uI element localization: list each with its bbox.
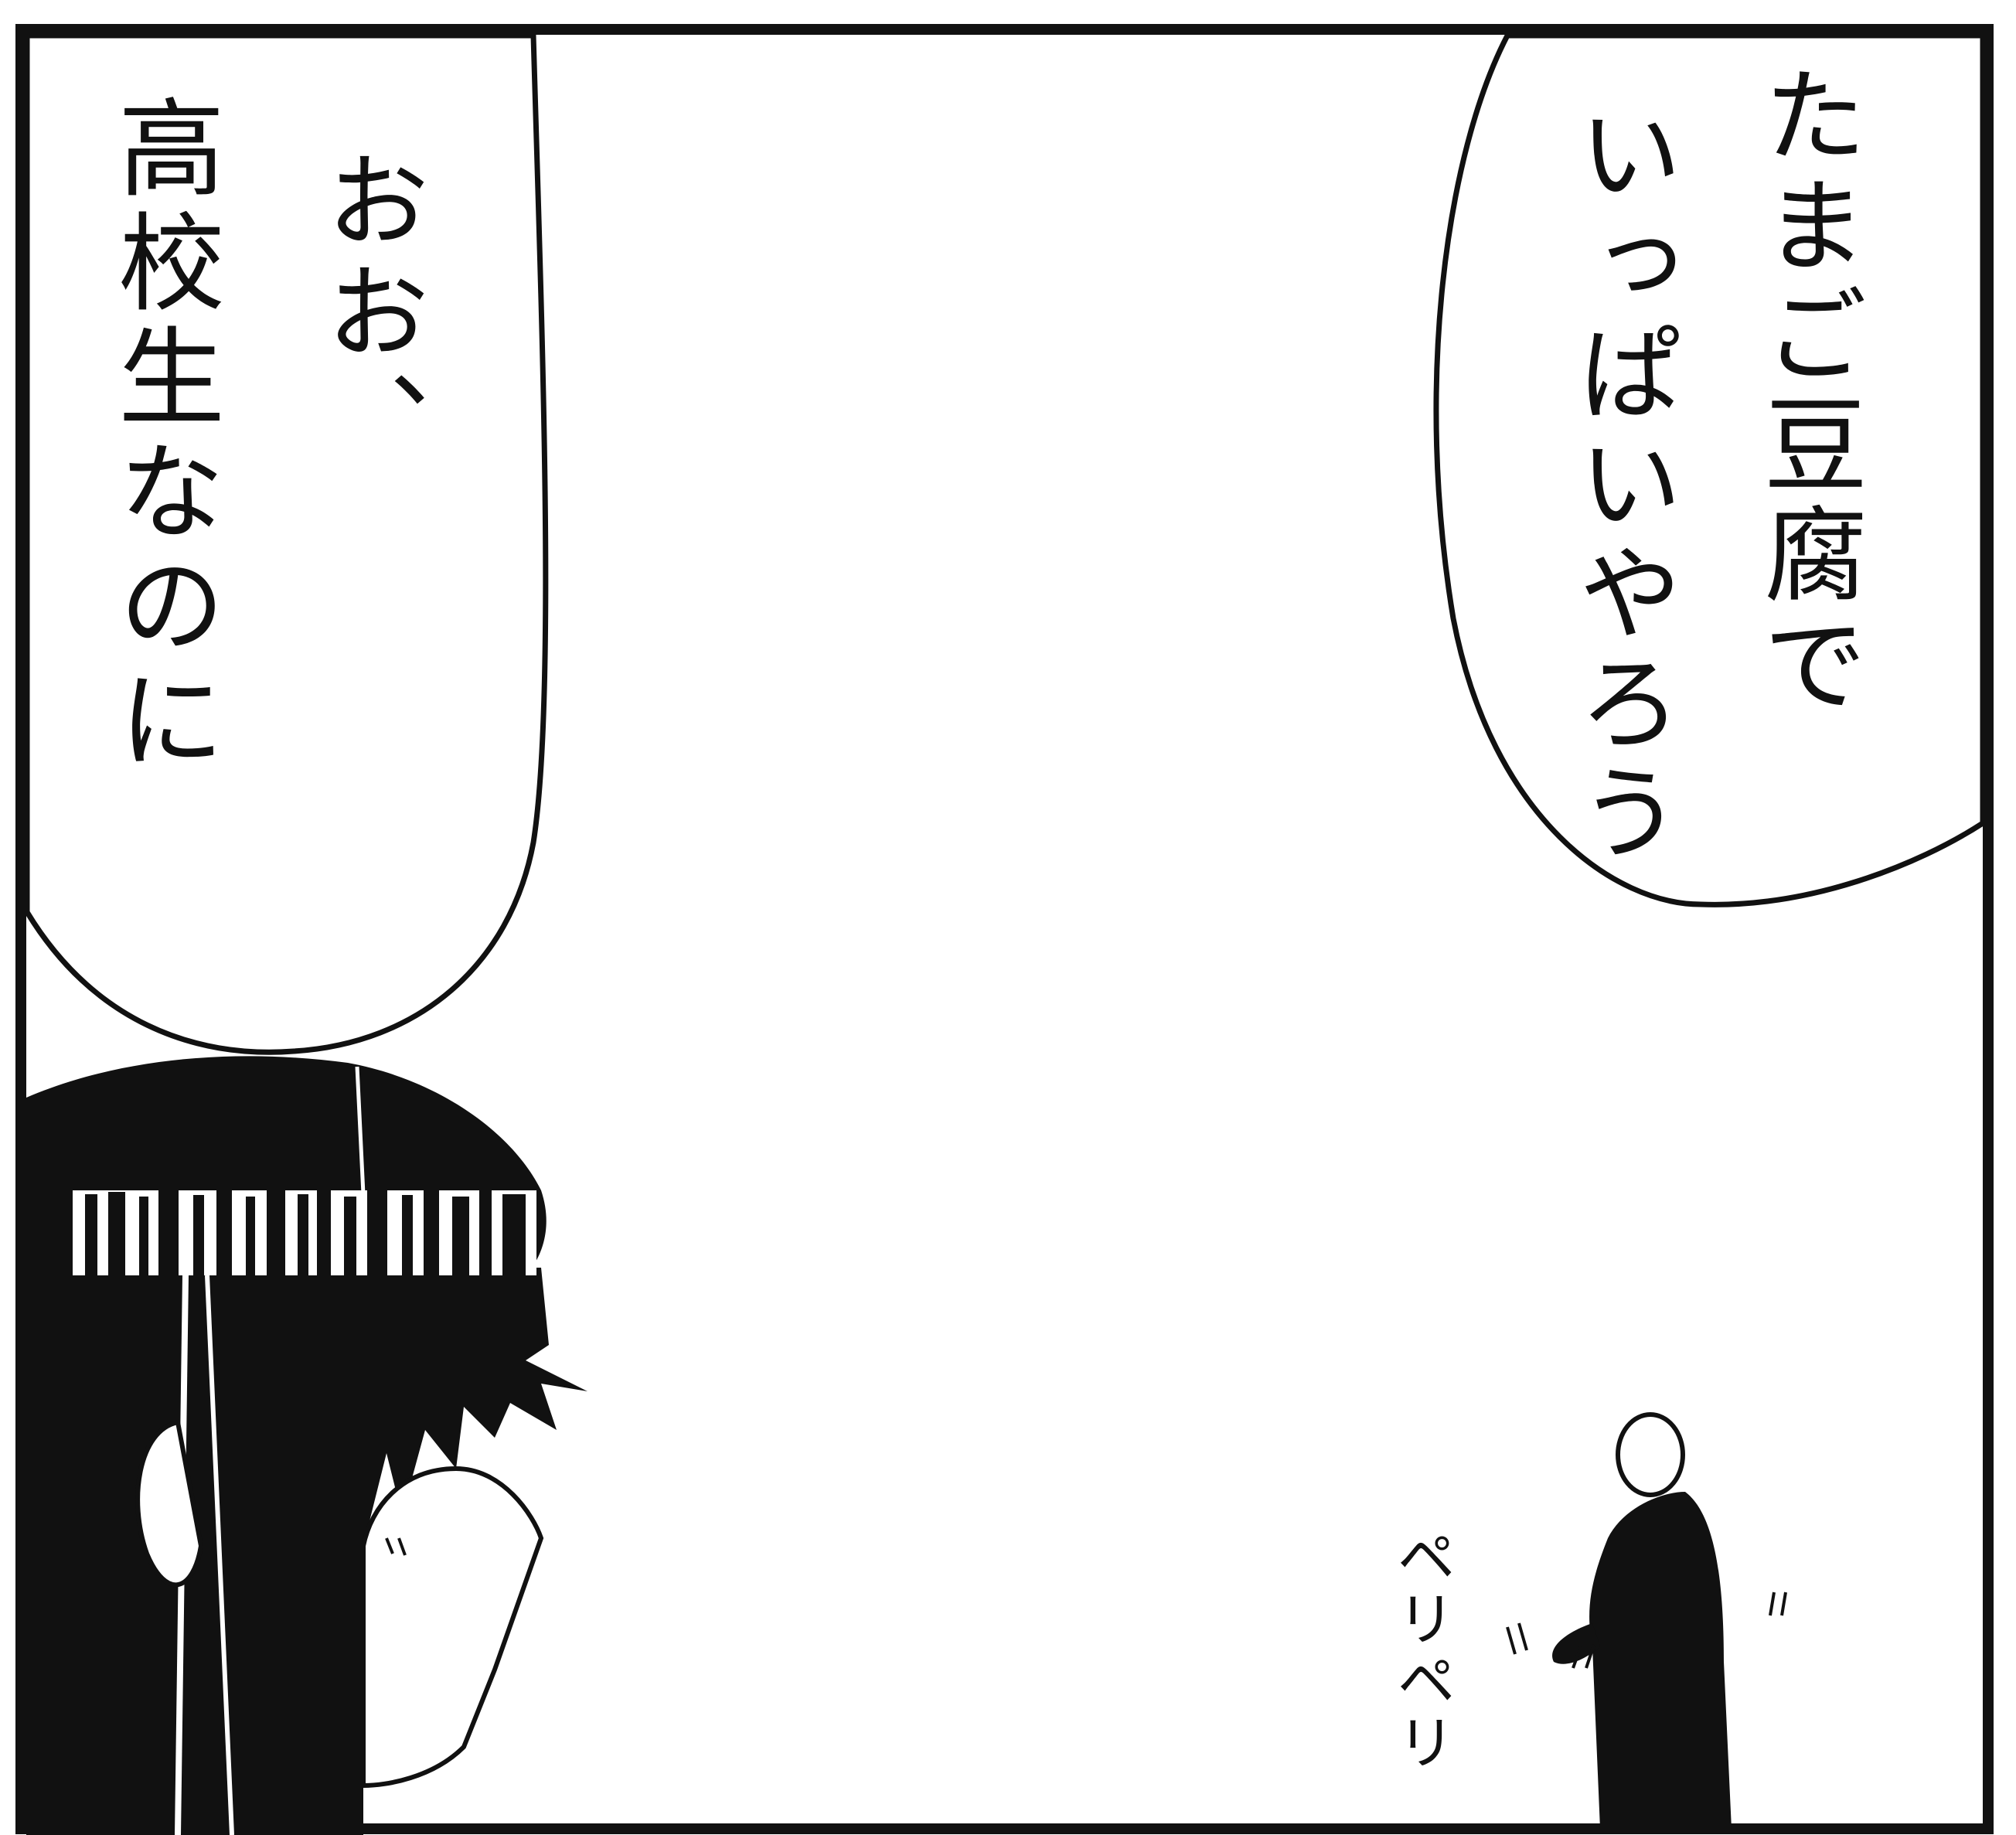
dialogue-left-line1: おお、 (308, 147, 429, 481)
dialogue-right-line2: いっぱいやろう (1561, 100, 1681, 869)
dialogue-left-line2: 高校生なのに (100, 93, 224, 779)
speech-bubble-left (24, 32, 549, 1055)
character-face (361, 1466, 544, 1789)
character-ear (135, 1419, 204, 1588)
cheek-marks (385, 1537, 407, 1556)
distant-figure (1506, 1412, 1787, 1829)
speech-bubble-right (1433, 32, 1986, 907)
character-hair (26, 1056, 587, 1835)
dialogue-right-line1: たまご豆腐で (1746, 62, 1867, 720)
sound-effect-text: ペリペリ (1387, 1527, 1456, 1774)
